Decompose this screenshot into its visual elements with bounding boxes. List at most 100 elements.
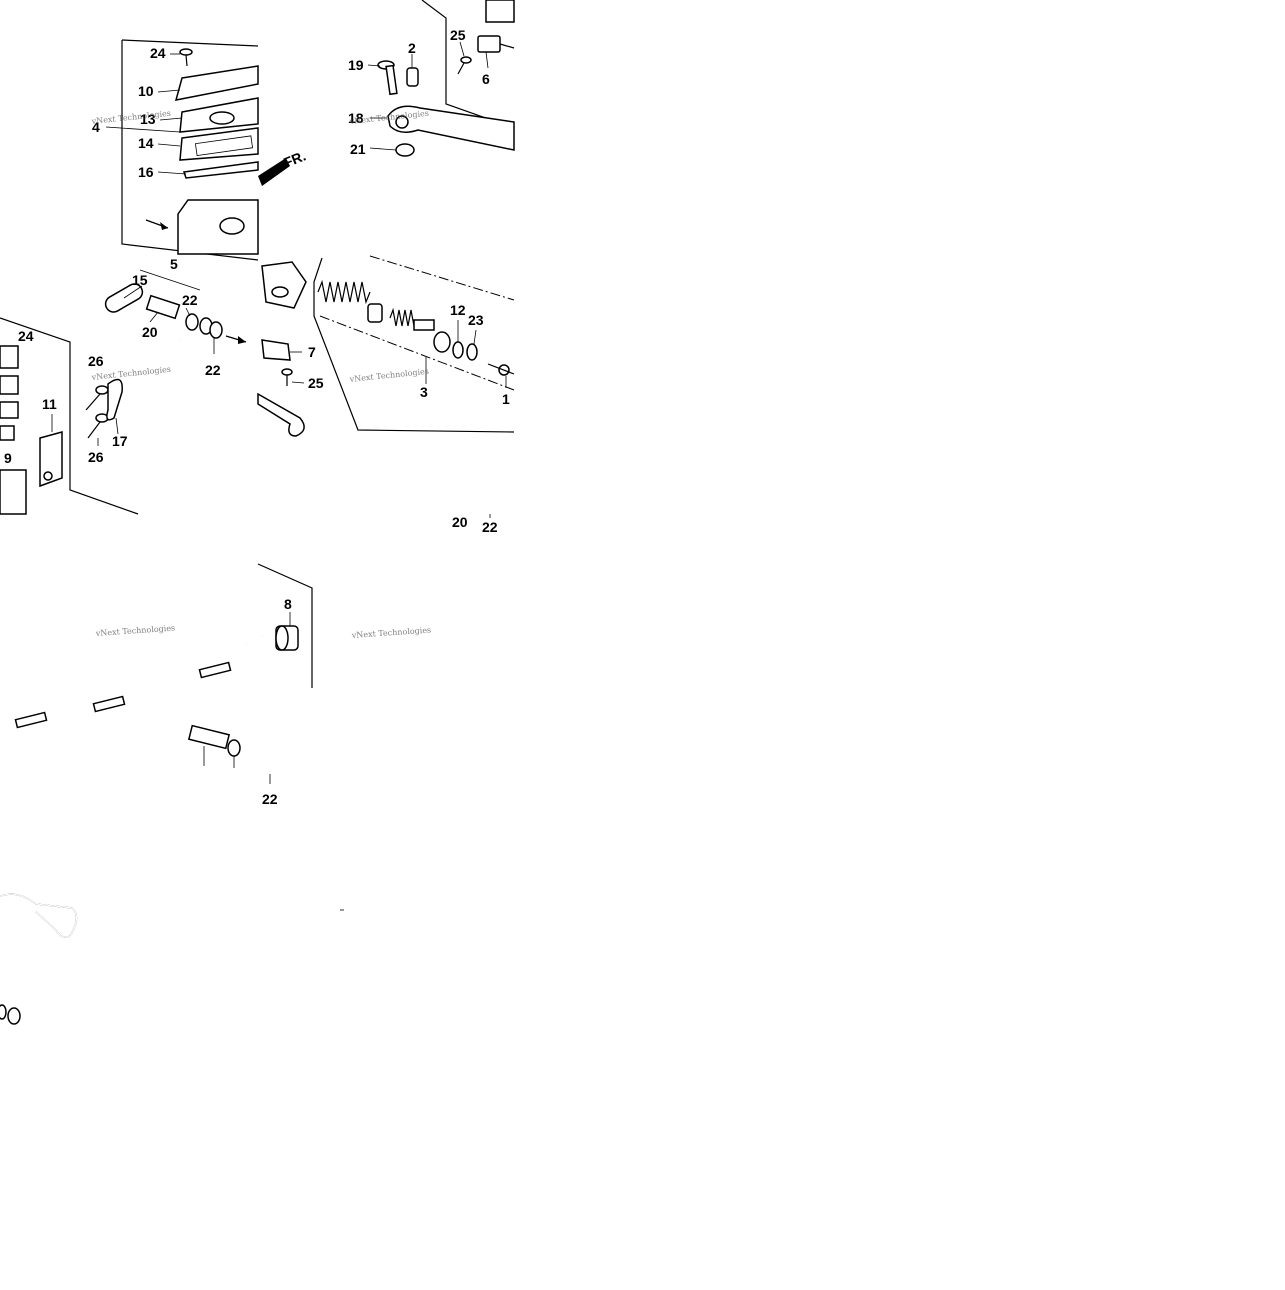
lower-hose-tile: [0, 514, 491, 784]
tile-frame-line: [319, 315, 515, 391]
pivot-housing-part: [261, 261, 307, 309]
piston-cup-part: [367, 303, 383, 323]
callout-number: 25: [308, 375, 324, 391]
nut-part: [395, 143, 415, 157]
boot-part: [433, 331, 451, 353]
callout-number: 21: [350, 141, 366, 157]
reservoir-body-part: [177, 199, 259, 255]
callout-number: 22: [205, 362, 221, 378]
cylinder-stack-part: [0, 425, 15, 441]
housing-part: [485, 0, 515, 23]
screw-part: [457, 56, 472, 75]
callout-number: 24: [18, 328, 34, 344]
hose-sleeve-part: [92, 695, 126, 713]
pivot-bolt-part: [377, 60, 398, 96]
bolt-part: [87, 413, 109, 439]
circlip-part: [466, 343, 478, 361]
callout-number: 12: [450, 302, 466, 318]
washer-part: [452, 341, 464, 359]
callout-number: 9: [4, 450, 12, 466]
piston-part: [389, 307, 435, 331]
callout-number: 11: [42, 396, 57, 412]
callout-number: 26: [88, 353, 104, 369]
hose-bracket-part: [106, 378, 123, 421]
holder-tile: [0, 269, 259, 515]
piston-tile: [257, 255, 515, 437]
reservoir-port: [219, 217, 245, 235]
tile-frame-line: [121, 39, 259, 47]
bolt-part: [85, 385, 109, 411]
callout-number: 6: [482, 71, 490, 87]
tile-frame-line: [257, 563, 313, 688]
hose-loop-part: [0, 893, 78, 938]
watermark-text: vNext Technologies: [351, 625, 432, 640]
cylinder-stack-part: [0, 375, 19, 395]
callout-number: 4: [92, 119, 100, 135]
float-part: [183, 161, 259, 179]
reservoir-tile: FR.: [105, 39, 308, 261]
washer-part: [7, 1007, 21, 1025]
callout-number: 7: [308, 344, 316, 360]
long-hose-part: [0, 635, 263, 723]
stop-switch-part: [477, 35, 501, 53]
front-arrow-label: FR.: [281, 147, 308, 170]
callout-number: 26: [88, 449, 104, 465]
tile-frame-line: [421, 0, 515, 129]
sealing-washer-part: [185, 313, 199, 331]
callout-number: 3: [420, 384, 428, 400]
callout-number: 22: [262, 791, 278, 807]
callout-number: 24: [150, 45, 166, 61]
callout-number: 22: [482, 519, 498, 535]
screw-part: [281, 368, 293, 386]
cylinder-body-part: [0, 469, 27, 515]
callout-number: 17: [112, 433, 128, 449]
callout-number: 14: [138, 135, 154, 151]
callout-number: 22: [182, 292, 198, 308]
oil-bolt-part: [145, 294, 181, 320]
washer-part: [0, 1004, 7, 1020]
sealing-washer-part: [227, 739, 241, 757]
callout-labels: 24 10 13 4 14 16 5 15 22 20 22 24 26 17 …: [4, 27, 510, 807]
spring-part: [317, 279, 371, 305]
tile-frame-line: [0, 317, 139, 515]
callout-number: 18: [348, 110, 364, 126]
screw-part: [179, 48, 193, 67]
clutch-lever-part: [387, 105, 515, 151]
callout-number: 20: [452, 514, 468, 530]
callout-number: 1: [502, 391, 510, 407]
tile-frame-line: [313, 257, 515, 433]
hose-sleeve-part: [14, 711, 48, 729]
bottom-fragments: [0, 893, 344, 1025]
watermark-text: vNext Technologies: [90, 109, 171, 126]
reservoir-cap-part: [174, 65, 259, 101]
callout-number: 15: [132, 272, 148, 288]
banjo-bolt-part: [187, 724, 231, 750]
collar-part: [406, 67, 419, 87]
callout-number: 10: [138, 83, 154, 99]
callout-number: 16: [138, 164, 154, 180]
watermark-text: vNext Technologies: [348, 367, 429, 384]
diaphragm-part: [179, 127, 259, 161]
plate-opening: [209, 111, 235, 125]
lever-end-part: [257, 392, 305, 437]
lever-pivot-hole: [395, 115, 409, 129]
watermarks: vNext Technologies vNext Technologies vN…: [90, 109, 431, 640]
clutch-hose-part: [157, 339, 259, 469]
front-arrow-icon: [258, 158, 290, 186]
callout-number: 20: [142, 324, 158, 340]
callout-number: 13: [140, 111, 156, 127]
diaphragm-inner: [194, 135, 253, 157]
lever-tile: [367, 0, 515, 157]
hose-sleeve-part: [198, 661, 232, 679]
cylinder-stack-part: [0, 345, 19, 369]
callout-number: 25: [450, 27, 466, 43]
callout-number: 2: [408, 40, 416, 56]
callout-number: 5: [170, 256, 178, 272]
callout-number: 19: [348, 57, 364, 73]
watermark-text: vNext Technologies: [95, 623, 176, 638]
switch-part: [261, 339, 291, 361]
sealing-washer-part: [209, 321, 223, 339]
bolt-part: [487, 363, 515, 376]
